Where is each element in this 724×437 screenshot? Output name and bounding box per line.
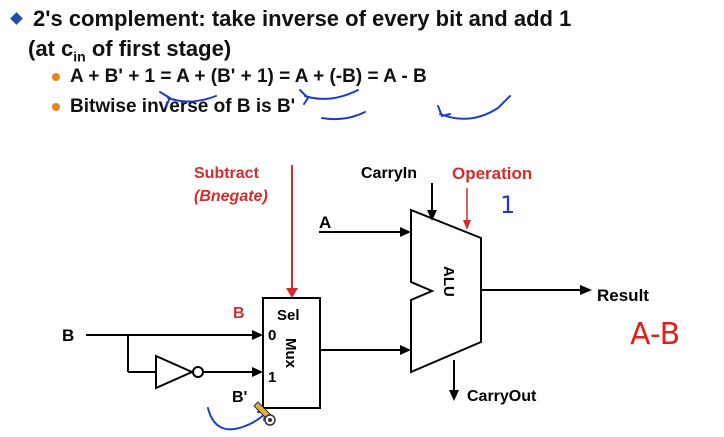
a-arrowhead	[400, 227, 411, 237]
mux-sel: Sel	[277, 307, 300, 324]
carryout-arrowhead	[449, 390, 459, 401]
mux-b-label: B	[233, 305, 245, 322]
ink-underline-1	[167, 95, 217, 103]
sub-bullet-equation: A + B' + 1 = A + (B' + 1) = A + (-B) = A…	[52, 66, 427, 88]
ink-arrowhead-1	[159, 91, 172, 107]
bnegate-label: (Bnegate)	[194, 188, 268, 205]
line2-pre: (at c	[28, 36, 74, 61]
subtract-label: Subtract	[194, 165, 260, 182]
sub-bullet-inverse: Bitwise inverse of B is B'	[52, 96, 295, 118]
line2-post: of first stage)	[85, 36, 232, 61]
operation-arrowhead	[463, 220, 471, 230]
mux-to-alu-arrowhead	[400, 345, 411, 355]
mux-zero: 0	[268, 327, 276, 344]
carryin-arrowhead	[427, 210, 437, 221]
mux-one: 1	[268, 369, 276, 386]
alu-name: ALU	[440, 266, 457, 297]
input-a-label: A	[319, 213, 331, 232]
bprime-arrowhead	[252, 367, 263, 377]
main-bullet-text: 2's complement: take inverse of every bi…	[33, 6, 572, 31]
result-arrowhead	[580, 285, 592, 295]
mux-name: Mux	[282, 338, 299, 369]
ink-underline-2	[304, 89, 359, 100]
main-bullet-line2: (at cin of first stage)	[28, 36, 231, 64]
carryin-label: CarryIn	[361, 165, 417, 182]
result-label: Result	[597, 286, 649, 305]
b-arrowhead	[252, 330, 263, 340]
ink-curve-bprime	[207, 407, 267, 431]
ink-underline-4	[321, 111, 366, 121]
mux-box	[262, 297, 321, 409]
input-b-label: B	[62, 326, 74, 345]
equation-text: A + B' + 1 = A + (B' + 1) = A + (-B) = A…	[70, 66, 427, 87]
alu-shape	[410, 208, 482, 374]
cin-subscript: in	[73, 48, 86, 65]
orange-bullet-icon	[52, 72, 60, 81]
inverter-icon	[155, 354, 195, 390]
subtract-arrowhead	[286, 288, 298, 298]
operation-label: Operation	[452, 164, 532, 183]
ink-arrowhead-3	[437, 105, 451, 118]
main-bullet: 2's complement: take inverse of every bi…	[10, 4, 722, 34]
carryout-label: CarryOut	[467, 388, 537, 405]
ink-curve-3	[439, 95, 511, 120]
result-note-ink: A-B	[630, 317, 680, 352]
ink-arrowhead-2	[299, 89, 310, 105]
pen-cursor-icon	[253, 401, 276, 426]
orange-bullet-icon	[52, 102, 60, 111]
inverse-text: Bitwise inverse of B is B'	[70, 96, 296, 117]
inverter-bubble	[192, 366, 204, 378]
operation-value-ink: 1	[500, 191, 515, 219]
mux-bprime-label: B'	[232, 389, 247, 406]
